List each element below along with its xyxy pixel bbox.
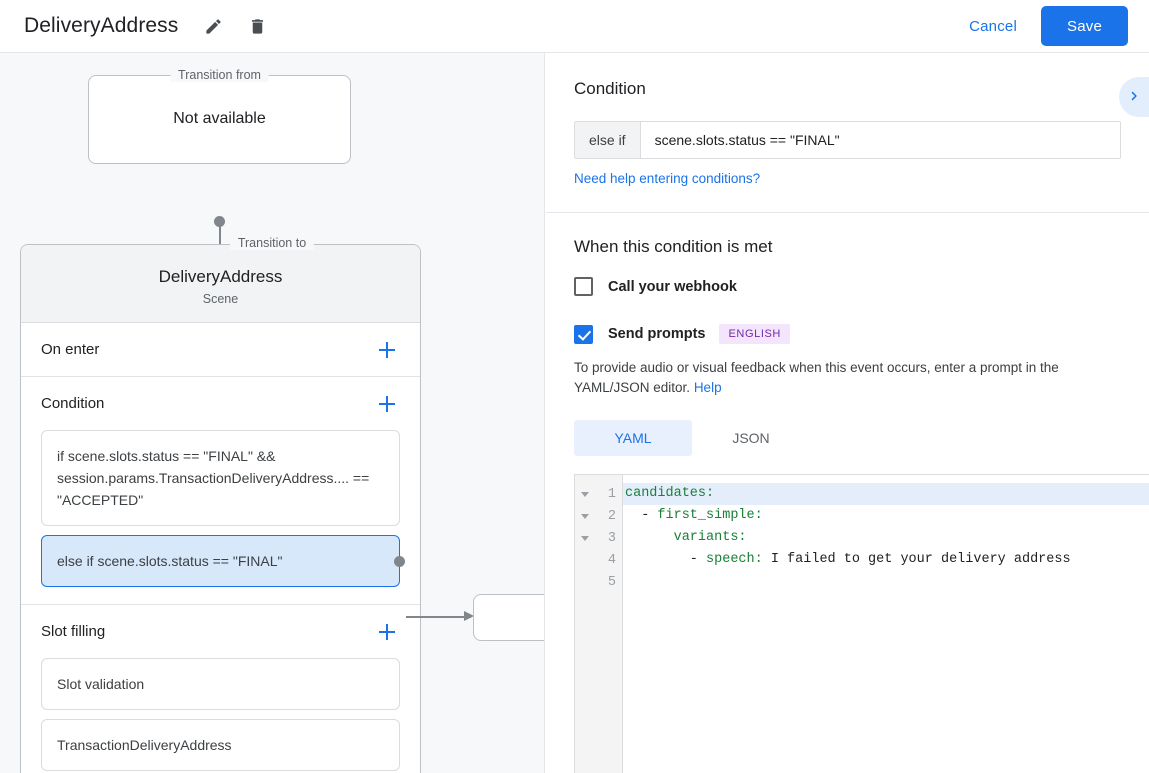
transition-to-node[interactable]: DeliveryAddress Scene On enter Condition…	[20, 244, 421, 773]
when-condition-met-title: When this condition is met	[574, 237, 773, 256]
plus-icon	[379, 341, 395, 358]
code-line[interactable]: variants:	[623, 527, 1149, 549]
yaml-key: variants:	[673, 530, 747, 545]
save-button[interactable]: Save	[1041, 6, 1128, 46]
connector-line	[219, 221, 221, 266]
fold-triangle-icon[interactable]	[581, 492, 589, 497]
transition-from-value: Not available	[173, 110, 266, 127]
transition-from-legend: Transition from	[170, 68, 269, 82]
scene-name: DeliveryAddress	[158, 267, 283, 286]
transition-from-node[interactable]: Transition from Not available	[88, 68, 351, 164]
editor-code-area[interactable]: candidates: - first_simple: variants: - …	[623, 475, 1149, 773]
call-webhook-checkbox[interactable]	[574, 277, 593, 296]
editor-format-tabs: YAML JSON	[574, 420, 1121, 456]
yaml-key: candidates:	[625, 486, 715, 501]
condition-item-selected[interactable]: else if scene.slots.status == "FINAL"	[41, 535, 405, 587]
webhook-row[interactable]: Call your webhook	[574, 277, 1121, 296]
add-condition-button[interactable]	[374, 391, 400, 417]
plus-icon	[379, 395, 395, 412]
trash-icon	[248, 17, 267, 36]
condition-input-row[interactable]: else if	[574, 121, 1121, 159]
section-slot-filling: Slot filling Slot validation Transaction…	[21, 605, 420, 771]
yaml-text: I failed to get your delivery address	[762, 552, 1071, 567]
section-condition: Condition if scene.slots.status == "FINA…	[21, 377, 420, 605]
code-line[interactable]: - first_simple:	[623, 505, 1149, 527]
edit-name-button[interactable]	[200, 13, 226, 39]
expand-panel-button[interactable]	[1119, 77, 1149, 117]
yaml-code-editor[interactable]: 1 2 3 4 5 candidates: - first_simple: varian…	[574, 474, 1149, 773]
fold-triangle-icon[interactable]	[581, 514, 589, 519]
condition-item-label: else if scene.slots.status == "FINAL"	[57, 553, 283, 569]
line-number: 1	[607, 486, 616, 502]
send-prompts-row[interactable]: Send prompts ENGLISH	[574, 324, 1121, 344]
yaml-text: -	[625, 552, 707, 567]
gutter-line: 5	[575, 571, 622, 593]
prompt-help-text: To provide audio or visual feedback when…	[574, 358, 1121, 398]
language-badge: ENGLISH	[719, 324, 790, 344]
section-header: Slot filling	[41, 605, 400, 658]
plus-icon	[379, 623, 395, 640]
section-header: Condition	[41, 377, 400, 430]
app-bar: DeliveryAddress Cancel Save	[0, 0, 1149, 53]
outgoing-edge-arrow-icon	[464, 611, 474, 621]
line-number: 2	[607, 508, 616, 524]
editor-gutter: 1 2 3 4 5	[575, 475, 623, 773]
gutter-line: 1	[575, 483, 622, 505]
delete-button[interactable]	[244, 13, 270, 39]
send-prompts-checkbox[interactable]	[574, 324, 593, 344]
section-header: On enter	[41, 323, 400, 376]
add-slot-filling-button[interactable]	[374, 619, 400, 645]
target-node[interactable]	[473, 594, 544, 641]
call-webhook-label: Call your webhook	[608, 278, 737, 295]
yaml-key: speech:	[706, 552, 763, 567]
line-number: 3	[607, 530, 616, 546]
prompt-help-description: To provide audio or visual feedback when…	[574, 360, 1059, 395]
prompt-help-link[interactable]: Help	[693, 380, 722, 395]
transition-to-legend: Transition to	[229, 236, 315, 250]
outgoing-edge-line	[406, 616, 471, 618]
code-line[interactable]	[623, 571, 1149, 593]
code-line[interactable]: candidates:	[623, 483, 1149, 505]
yaml-text	[625, 530, 674, 545]
scene-graph-canvas[interactable]: Transition from Not available Transition…	[0, 53, 545, 773]
fold-triangle-icon[interactable]	[581, 536, 589, 541]
condition-item[interactable]: if scene.slots.status == "FINAL" && sess…	[41, 430, 400, 526]
slot-filling-item[interactable]: Slot validation	[41, 658, 400, 710]
line-number: 4	[607, 552, 616, 568]
condition-block: Condition else if Need help entering con…	[546, 53, 1149, 213]
section-title: On enter	[41, 341, 100, 358]
section-on-enter: On enter	[21, 323, 420, 377]
scene-header: DeliveryAddress Scene	[21, 245, 420, 323]
condition-help-link[interactable]: Need help entering conditions?	[574, 171, 761, 186]
scene-subtitle: Scene	[202, 292, 239, 306]
tab-yaml[interactable]: YAML	[574, 420, 692, 456]
condition-operator-label: else if	[575, 122, 641, 158]
pencil-icon	[204, 17, 223, 36]
yaml-key: first_simple:	[657, 508, 763, 523]
gutter-line: 2	[575, 505, 622, 527]
condition-expression-input[interactable]	[640, 122, 1120, 158]
send-prompts-label: Send prompts	[608, 326, 706, 342]
cancel-button[interactable]: Cancel	[959, 10, 1027, 43]
gutter-line: 3	[575, 527, 622, 549]
condition-block-title: Condition	[574, 79, 646, 98]
section-title: Slot filling	[41, 623, 106, 640]
section-title: Condition	[41, 395, 105, 412]
code-line[interactable]: - speech: I failed to get your delivery …	[623, 549, 1149, 571]
yaml-text: -	[625, 508, 658, 523]
gutter-line: 4	[575, 549, 622, 571]
line-number: 5	[607, 574, 616, 590]
page-title: DeliveryAddress	[24, 14, 179, 37]
when-condition-met-block: When this condition is met Call your web…	[546, 213, 1149, 456]
add-on-enter-button[interactable]	[374, 337, 400, 363]
tab-json[interactable]: JSON	[692, 420, 810, 456]
condition-output-port[interactable]	[393, 555, 405, 567]
chevron-right-icon	[1125, 87, 1143, 108]
slot-filling-item[interactable]: TransactionDeliveryAddress	[41, 719, 400, 771]
